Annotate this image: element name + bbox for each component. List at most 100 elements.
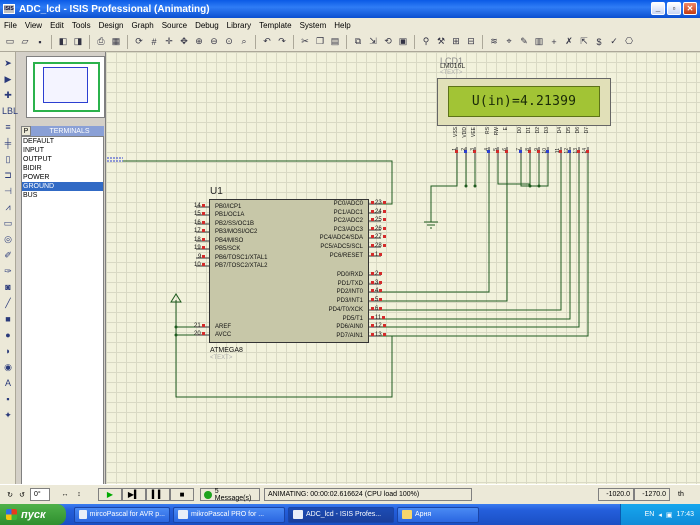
virtual-instruments-icon[interactable]: ◙ — [5, 282, 11, 292]
rotate-ccw-icon[interactable]: ↺ — [16, 488, 28, 501]
mirror-horizontal-icon[interactable]: ↔ — [58, 488, 72, 501]
origin-icon[interactable]: ✛ — [165, 36, 173, 46]
zoom-child-icon[interactable]: ⇱ — [580, 36, 588, 46]
atmega8-chip[interactable] — [209, 199, 369, 343]
grid-icon[interactable]: # — [151, 36, 157, 47]
terminals-icon[interactable]: ⊐ — [4, 170, 12, 180]
circle-icon[interactable]: ● — [5, 330, 11, 340]
taskbar-btn-folder[interactable]: Арня — [397, 506, 479, 523]
close-button[interactable]: ✕ — [683, 2, 697, 15]
tray-icon[interactable]: ◂ — [658, 511, 662, 519]
menu-view[interactable]: View — [24, 20, 43, 30]
copy-icon[interactable]: ❐ — [315, 36, 325, 46]
buses-icon[interactable]: ╪ — [4, 138, 12, 148]
terminal-item-power[interactable]: POWER — [23, 174, 50, 181]
line-icon[interactable]: ╱ — [5, 298, 11, 308]
pause-button[interactable]: ▍▍ — [146, 488, 170, 501]
taskbar-btn-mikropascal-pro[interactable]: mikroPascal PRO for ... — [173, 506, 285, 523]
marker-icon[interactable]: ✦ — [4, 410, 12, 420]
text-script-icon[interactable]: ≡ — [5, 122, 11, 132]
print-icon[interactable]: ⎙ — [97, 36, 105, 46]
make-device-icon[interactable]: ⚒ — [436, 36, 446, 46]
play-button[interactable]: ▶ — [98, 488, 122, 501]
clock[interactable]: 17:43 — [676, 511, 694, 518]
design-explorer-icon[interactable]: ▥ — [534, 36, 544, 46]
path-icon[interactable]: ◉ — [4, 362, 12, 372]
taskbar-btn-isis[interactable]: ADC_lcd - ISIS Profes... — [288, 506, 394, 523]
menu-graph[interactable]: Graph — [131, 20, 154, 30]
pick-devices-button[interactable]: P — [21, 126, 31, 136]
voltage-probe-icon[interactable]: ✐ — [4, 250, 12, 260]
zoom-in-icon[interactable]: ⊕ — [195, 36, 203, 46]
menu-source[interactable]: Source — [161, 20, 188, 30]
device-pins-icon[interactable]: ⊣ — [4, 186, 12, 196]
menu-debug[interactable]: Debug — [195, 20, 219, 30]
component-mode-icon[interactable]: ▶ — [4, 74, 12, 84]
zoom-out-icon[interactable]: ⊖ — [210, 36, 218, 46]
menu-design[interactable]: Design — [98, 20, 124, 30]
network-icon[interactable]: ▣ — [665, 511, 673, 519]
wire-label-icon[interactable]: LBL — [2, 106, 19, 116]
selection-mode-icon[interactable]: ➤ — [4, 58, 12, 68]
paste-icon[interactable]: ▤ — [330, 36, 340, 46]
zoom-all-icon[interactable]: ⊙ — [225, 36, 233, 46]
menu-edit[interactable]: Edit — [50, 20, 64, 30]
terminal-item-input[interactable]: INPUT — [23, 147, 44, 154]
export-icon[interactable]: ◨ — [73, 36, 83, 46]
stop-button[interactable]: ■ — [170, 488, 194, 501]
new-file-icon[interactable]: ▭ — [5, 36, 15, 46]
property-tool-icon[interactable]: ✎ — [520, 36, 528, 46]
save-icon[interactable]: ▪ — [38, 36, 42, 47]
cut-icon[interactable]: ✂ — [301, 36, 309, 46]
start-button[interactable]: пуск — [0, 504, 66, 525]
terminal-item-ground[interactable]: GROUND — [22, 182, 103, 191]
open-icon[interactable]: ▱ — [21, 36, 29, 46]
menu-library[interactable]: Library — [226, 20, 252, 30]
undo-icon[interactable]: ↶ — [263, 36, 271, 46]
remove-sheet-icon[interactable]: ✗ — [565, 36, 573, 46]
block-delete-icon[interactable]: ▣ — [398, 36, 408, 46]
mirror-vertical-icon[interactable]: ↕ — [72, 488, 86, 501]
netlist-icon[interactable]: ⎔ — [625, 36, 633, 46]
graph-icon[interactable]: ⩘ — [5, 202, 11, 212]
pick-device-icon[interactable]: ⚲ — [422, 36, 430, 46]
search-icon[interactable]: ⌖ — [506, 36, 512, 46]
zoom-area-icon[interactable]: ⌕ — [241, 36, 247, 46]
symbol-icon[interactable]: ▪ — [6, 394, 10, 404]
title-bar[interactable]: ISIS ADC_lcd - ISIS Professional (Animat… — [0, 0, 700, 18]
subcircuit-icon[interactable]: ▯ — [5, 154, 11, 164]
block-rotate-icon[interactable]: ⟲ — [384, 36, 392, 46]
terminal-item-bidir[interactable]: BIDIR — [23, 165, 42, 172]
erc-icon[interactable]: ✓ — [610, 36, 618, 46]
maximize-button[interactable]: ▫ — [667, 2, 681, 15]
redo-icon[interactable]: ↷ — [278, 36, 286, 46]
import-icon[interactable]: ◧ — [58, 36, 68, 46]
minimize-button[interactable]: _ — [651, 2, 665, 15]
block-move-icon[interactable]: ⇲ — [369, 36, 377, 46]
menu-system[interactable]: System — [299, 20, 327, 30]
view-area[interactable] — [43, 67, 88, 103]
packaging-icon[interactable]: ⊞ — [452, 36, 460, 46]
block-copy-icon[interactable]: ⧉ — [354, 36, 362, 46]
junction-dot-icon[interactable]: ✚ — [4, 90, 12, 100]
generator-icon[interactable]: ◎ — [4, 234, 12, 244]
area-icon[interactable]: ▦ — [111, 36, 121, 46]
rotation-field[interactable]: 0° — [30, 488, 50, 501]
current-probe-icon[interactable]: ✑ — [4, 266, 12, 276]
arc-icon[interactable]: ◗ — [5, 346, 11, 356]
menu-template[interactable]: Template — [259, 20, 292, 30]
terminal-item-default[interactable]: DEFAULT — [23, 138, 54, 145]
rotate-cw-icon[interactable]: ↻ — [4, 488, 16, 501]
tape-recorder-icon[interactable]: ▭ — [3, 218, 13, 228]
text-icon[interactable]: A — [4, 378, 11, 388]
box-icon[interactable]: ■ — [5, 314, 11, 324]
taskbar-btn-micropascal[interactable]: mircoPascal for AVR p... — [74, 506, 170, 523]
message-count[interactable]: 5 Message(s) — [200, 488, 260, 502]
language-indicator[interactable]: EN — [644, 511, 655, 518]
object-selector-list[interactable]: DEFAULT INPUT OUTPUT BIDIR POWER GROUND … — [21, 136, 104, 486]
menu-tools[interactable]: Tools — [71, 20, 91, 30]
wire-autorouter-icon[interactable]: ≋ — [490, 36, 498, 46]
menu-file[interactable]: File — [4, 20, 17, 30]
overview-window[interactable] — [26, 56, 105, 118]
new-sheet-icon[interactable]: + — [551, 36, 557, 47]
